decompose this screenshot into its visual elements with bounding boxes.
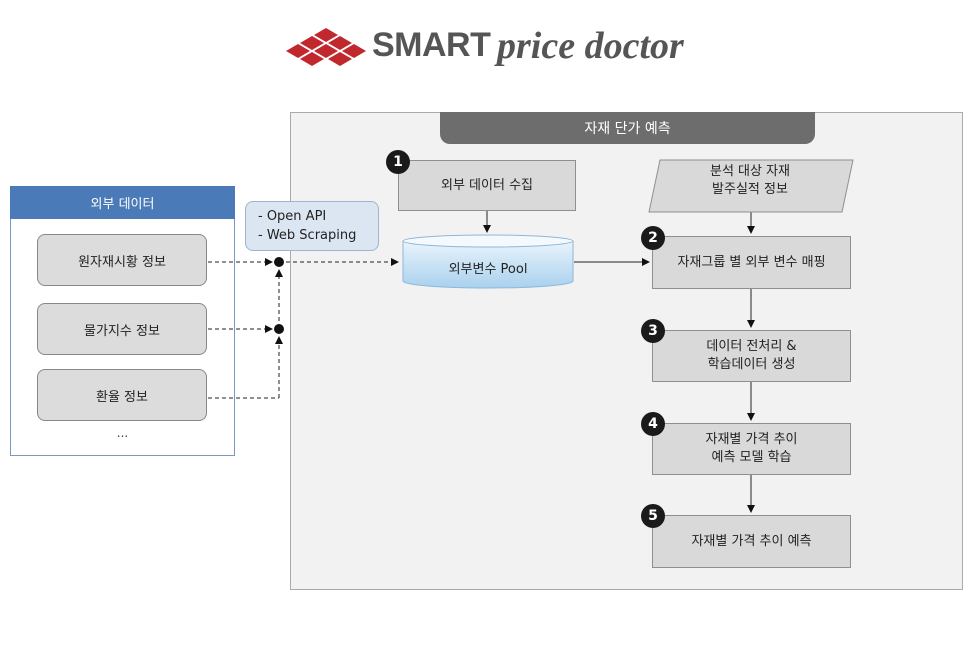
api-line-web-scraping: - Web Scraping [258, 228, 357, 243]
step-badge-3: 3 [641, 319, 665, 343]
source-item-exchange-rate: 환율 정보 [37, 369, 207, 421]
logo-brand-bold: SMART [372, 26, 491, 64]
model-training-line-2: 예측 모델 학습 [711, 450, 792, 465]
order-info-line-2: 발주실적 정보 [712, 182, 788, 197]
logo-mark-icon [286, 28, 366, 66]
order-info-parallelogram [648, 159, 854, 213]
preprocess-line-2: 학습데이터 생성 [707, 357, 796, 372]
variable-pool-cylinder [402, 234, 574, 289]
model-training-step-box: 자재별 가격 추이 예측 모델 학습 [652, 423, 851, 475]
mapping-step-label: 자재그룹 별 외부 변수 매핑 [677, 254, 826, 270]
external-data-header: 외부 데이터 [10, 186, 235, 219]
logo: SMART price doctor [0, 0, 980, 80]
panel-title: 자재 단가 예측 [440, 112, 815, 144]
source-item-raw-material: 원자재시황 정보 [37, 234, 207, 286]
api-line-open-api: - Open API [258, 209, 327, 224]
logo-brand-italic: price doctor [497, 25, 684, 67]
prediction-step-label: 자재별 가격 추이 예측 [691, 533, 812, 549]
preprocess-step-box: 데이터 전처리 & 학습데이터 생성 [652, 330, 851, 382]
source-ellipsis: ... [116, 426, 129, 440]
order-info-label: 분석 대상 자재 발주실적 정보 [650, 163, 850, 199]
prediction-step-box: 자재별 가격 추이 예측 [652, 515, 851, 568]
junction-dot-top [274, 257, 284, 267]
collect-external-data-box: 외부 데이터 수집 [398, 160, 576, 211]
step-badge-2: 2 [641, 226, 665, 250]
source-item-price-index: 물가지수 정보 [37, 303, 207, 355]
api-method-box: - Open API - Web Scraping [245, 201, 379, 251]
mapping-step-box: 자재그룹 별 외부 변수 매핑 [652, 236, 851, 289]
order-info-line-1: 분석 대상 자재 [709, 164, 791, 179]
step-badge-1: 1 [386, 150, 410, 174]
model-training-line-1: 자재별 가격 추이 [705, 432, 798, 447]
step-badge-5: 5 [641, 504, 665, 528]
junction-dot-bottom [274, 324, 284, 334]
step-badge-4: 4 [641, 412, 665, 436]
preprocess-line-1: 데이터 전처리 & [706, 339, 797, 354]
variable-pool-label: 외부변수 Pool [448, 262, 528, 277]
